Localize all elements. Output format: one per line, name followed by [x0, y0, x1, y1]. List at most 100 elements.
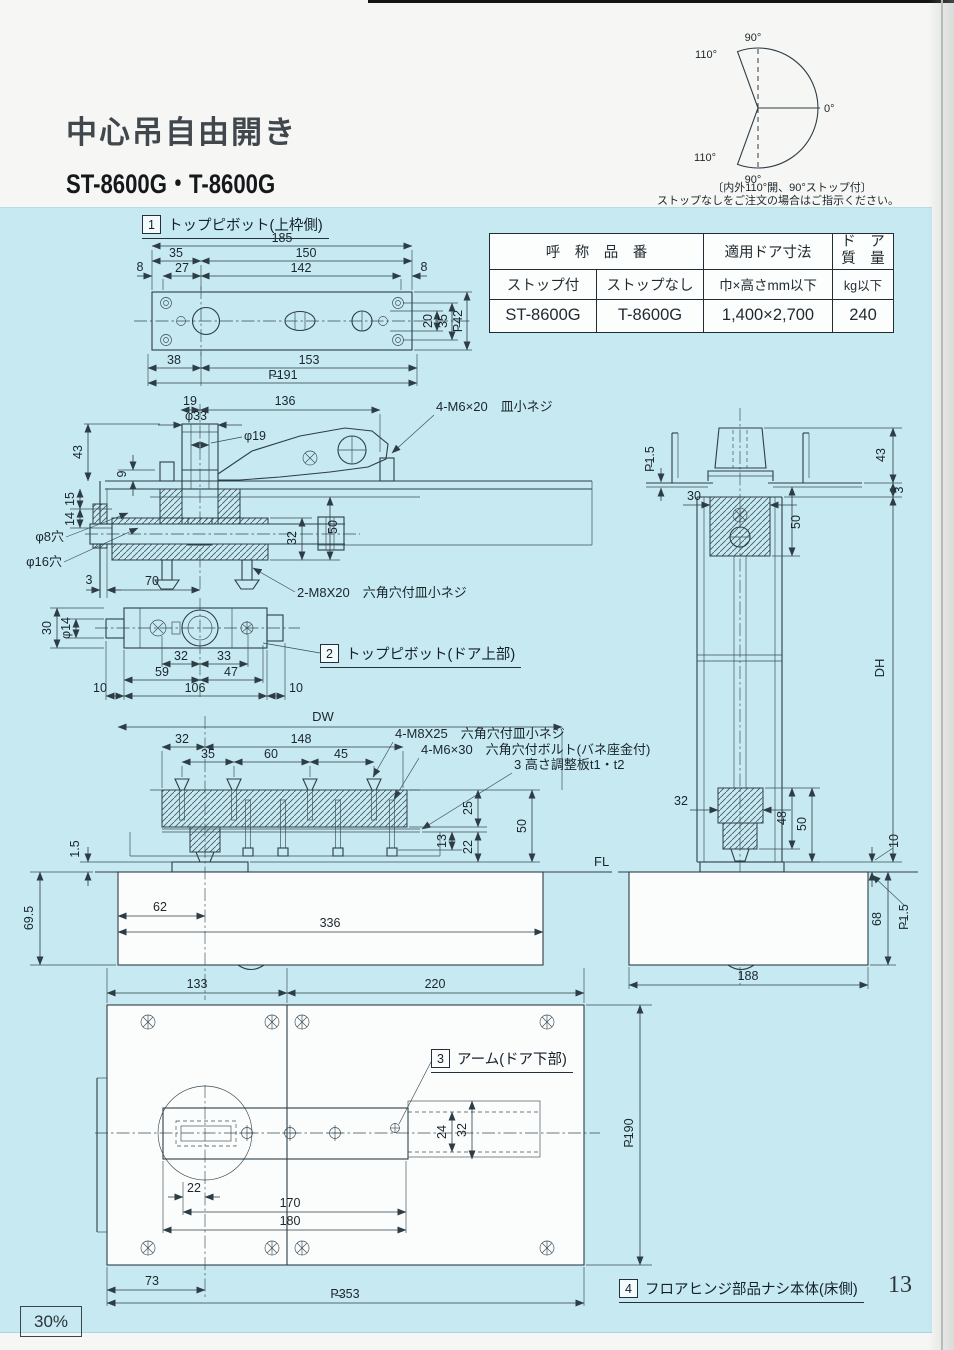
dim-1-5-left: 1.5 [68, 840, 82, 857]
drawing-top-pivot-door: 30 φ14 32 33 59 47 10 106 10 [40, 598, 321, 700]
dim-62: 62 [153, 900, 167, 914]
dim-191: P̶191 [268, 368, 297, 382]
dim-336: 336 [320, 916, 341, 930]
dim-32-body: 32 [175, 732, 189, 746]
swing-arc [736, 47, 819, 169]
page-edge-line [941, 0, 943, 1350]
label-fl: FL [594, 854, 609, 869]
dim-30-bar: 30 [40, 621, 54, 635]
dim-60: 60 [264, 747, 278, 761]
part-label-4: 4 フロアヒンジ部品ナシ本体(床側) [619, 1278, 864, 1303]
dim-1-5-bottom: P̶1.5 [897, 904, 911, 930]
dim-59: 59 [155, 665, 169, 679]
drawing-top-pivot-section: 19 136 φ33 φ19 43 9 15 14 50 32 3 70 φ8穴… [26, 394, 593, 600]
door-swing-diagram: 90° 110° 0° 110° 90° 〔内外110°開、90°ストップ付〕 … [657, 32, 899, 207]
dim-32-plan: 32 [455, 1123, 469, 1137]
swing-caption-2: ストップなしをご注文の場合はご指示ください。 [657, 193, 899, 207]
dim-8-left: 8 [137, 260, 144, 274]
spec-unit-size: 巾×高さmm以下 [703, 268, 833, 300]
dim-50-section: 50 [326, 520, 340, 534]
part-name-1: トップピボット(上枠側) [168, 218, 323, 234]
spec-table: 呼 称 品 番 適用ドア寸法 ド ア 質 量 ストップ付 ストップなし 巾×高さ… [489, 233, 894, 333]
dim-150: 150 [296, 246, 317, 260]
spec-value-size: 1,400×2,700 [703, 298, 833, 333]
dim-dw: DW [312, 709, 334, 724]
dim-48: 48 [775, 811, 789, 825]
note-screw-m6x20: 4-M6×20 皿小ネジ [436, 399, 553, 414]
dim-106: 106 [185, 681, 206, 695]
dim-dia14: φ14 [59, 617, 73, 639]
dim-10-gap: 10 [887, 834, 901, 848]
dim-45: 45 [334, 747, 348, 761]
dim-3-right: 3 [892, 486, 906, 493]
dim-50-door-top: 50 [789, 515, 803, 529]
cement-case-right [628, 871, 869, 966]
dim-10-left: 10 [93, 681, 107, 695]
dim-32-door: 32 [674, 794, 688, 808]
dim-32-section: 32 [285, 531, 299, 545]
note-screw-m8x25: 4-M8X25 六角穴付皿小ネジ [395, 726, 565, 741]
swing-caption-1: 〔内外110°開、90°ストップ付〕 [712, 180, 872, 194]
dim-35-vert: 35 [436, 314, 450, 328]
spec-header-mass-line1: ド ア [841, 234, 885, 250]
dim-30-door: 30 [687, 489, 701, 503]
dim-22-side: 22 [461, 840, 475, 854]
dim-170: 170 [280, 1196, 301, 1210]
spec-header-name: 呼 称 品 番 [489, 233, 704, 270]
dim-20: 20 [421, 314, 435, 328]
dim-dh: DH [872, 659, 887, 678]
dim-13: 13 [435, 834, 449, 848]
dim-14: 14 [63, 512, 77, 526]
pivot-shaft-hole [191, 306, 221, 336]
dim-188: 188 [738, 969, 759, 983]
spec-value-no-stop: T-8600G [596, 298, 704, 333]
pivot-arm [217, 427, 389, 481]
dim-27: 27 [175, 261, 189, 275]
dim-15: 15 [63, 492, 77, 506]
part-name-3: アーム(ドア下部) [457, 1052, 567, 1068]
dim-25: 25 [461, 801, 475, 815]
dim-33-bar: 33 [217, 649, 231, 663]
swing-110-upper: 110° [695, 49, 717, 61]
dim-73: 73 [145, 1274, 159, 1288]
dim-8-right: 8 [421, 260, 428, 274]
dim-50-floor: 50 [515, 819, 529, 833]
part-number-3: 3 [431, 1049, 450, 1068]
drawing-door-vertical-section: P̶1.5 30 50 43 3 DH 32 48 50 10 68 P̶1.5… [618, 408, 918, 989]
drawing-top-pivot-frame: 185 35 150 8 27 142 8 38 153 P̶191 20 35… [134, 231, 472, 387]
swing-0-right: 0° [824, 103, 835, 115]
dim-50-door-bottom: 50 [795, 817, 809, 831]
part-label-3: 3 アーム(ドア下部) [431, 1048, 573, 1073]
pivot-cylinder [181, 423, 219, 490]
page-number: 13 [888, 1272, 912, 1298]
dim-70: 70 [145, 574, 159, 588]
spec-header-mass-line2: 質 量 [841, 251, 885, 268]
drawing-floor-plan: 24 32 22 170 180 73 P̶353 P̶190 [95, 1004, 652, 1307]
dim-35-body: 35 [201, 747, 215, 761]
part-number-2: 2 [320, 644, 339, 663]
cement-case-plan [106, 1004, 585, 1266]
note-bolt-m6x30: 4-M6×30 六角穴付ボルト(バネ座金付) [421, 742, 650, 757]
dim-10-right: 10 [289, 681, 303, 695]
adjust-slot [284, 310, 316, 332]
door-bottom-block [717, 787, 764, 824]
top-pivot-cap [714, 427, 767, 469]
note-hole-16: φ16穴 [26, 554, 62, 569]
spec-value-mass: 240 [832, 298, 894, 333]
spec-unit-with-stop: ストップ付 [489, 268, 597, 300]
model-numbers: ST-8600G・T-8600G [66, 169, 276, 199]
dim-136: 136 [275, 394, 296, 408]
dim-47: 47 [224, 665, 238, 679]
part-name-2: トップピボット(ドア上部) [346, 647, 516, 663]
dim-220: 220 [425, 977, 446, 991]
dim-dia33: φ33 [185, 409, 207, 423]
swing-90-top: 90° [745, 32, 762, 44]
scale-note-badge: 30% [20, 1306, 82, 1337]
drawing-floor-hinge-section: DW 4-M8X25 六角穴付皿小ネジ 4-M6×30 六角穴付ボルト(バネ座金… [22, 709, 650, 1003]
part-label-2: 2 トップピボット(ドア上部) [320, 643, 522, 668]
dim-180: 180 [280, 1214, 301, 1228]
dim-43-left: 43 [71, 445, 85, 459]
dim-42: P̶42 [451, 310, 465, 332]
dim-353: P̶353 [330, 1287, 359, 1301]
